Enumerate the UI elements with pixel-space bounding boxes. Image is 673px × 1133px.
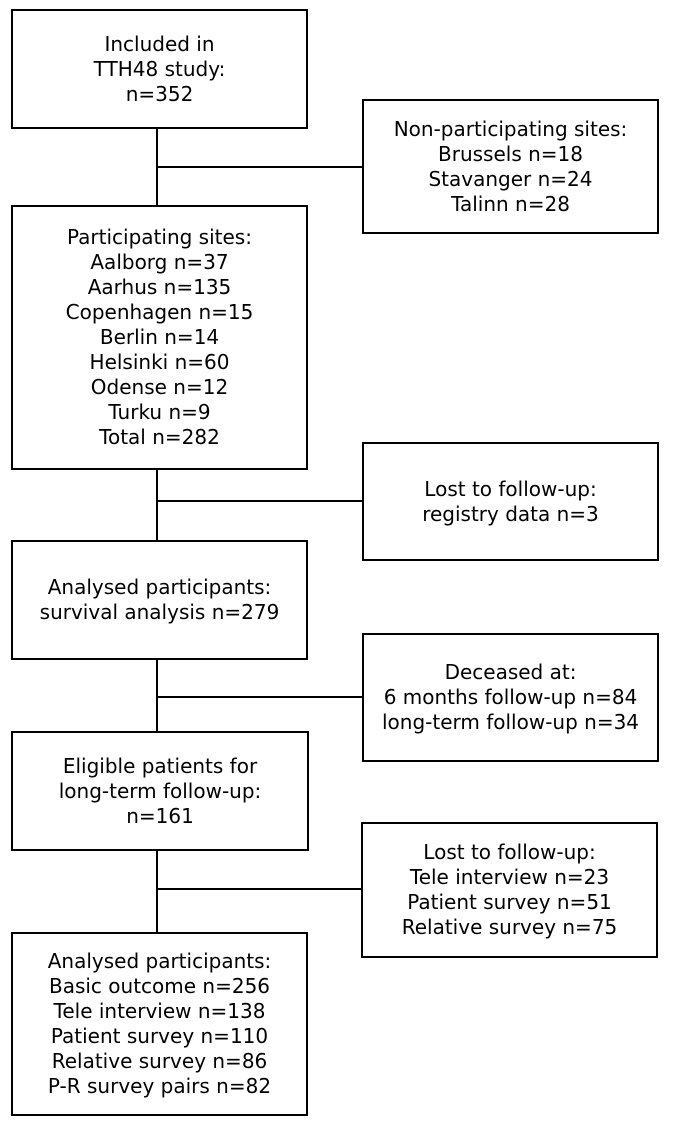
- participating-line-7: Odense n=12: [90, 375, 229, 399]
- connector-branch-4: [156, 888, 362, 890]
- analysed-final-line-5: Relative survey n=86: [51, 1049, 268, 1073]
- analysed-survival-line-1: Analysed participants:: [47, 575, 272, 599]
- eligible-line-3: n=161: [126, 803, 194, 828]
- non-participating-line-3: Stavanger n=24: [428, 166, 593, 191]
- deceased-box: Deceased at: 6 months follow-up n=84 lon…: [362, 633, 659, 762]
- participating-line-1: Participating sites:: [67, 225, 252, 249]
- analysed-survival-line-2: survival analysis n=279: [39, 600, 280, 624]
- lost-registry-line-2: registry data n=3: [422, 501, 599, 526]
- participating-line-6: Helsinki n=60: [89, 350, 230, 374]
- analysed-final-line-1: Analysed participants:: [47, 949, 272, 973]
- participating-line-9: Total n=282: [99, 425, 220, 449]
- included-box: Included in TTH48 study: n=352: [11, 9, 308, 129]
- analysed-survival-box: Analysed participants: survival analysis…: [11, 540, 308, 660]
- non-participating-line-4: Talinn n=28: [451, 191, 570, 216]
- connector-main-4: [156, 850, 158, 933]
- eligible-line-1: Eligible patients for: [62, 753, 258, 778]
- eligible-line-2: long-term follow-up:: [58, 778, 262, 803]
- eligible-box: Eligible patients for long-term follow-u…: [11, 731, 309, 851]
- analysed-final-line-4: Patient survey n=110: [50, 1024, 269, 1048]
- connector-branch-3: [156, 696, 363, 698]
- deceased-line-1: Deceased at:: [444, 660, 577, 684]
- lost-followup-box: Lost to follow-up: Tele interview n=23 P…: [361, 822, 658, 958]
- lost-followup-line-1: Lost to follow-up:: [423, 840, 596, 864]
- analysed-final-box: Analysed participants: Basic outcome n=2…: [11, 932, 308, 1116]
- non-participating-sites-box: Non-participating sites: Brussels n=18 S…: [362, 99, 659, 234]
- included-line-1: Included in: [104, 31, 215, 56]
- non-participating-line-2: Brussels n=18: [438, 141, 583, 166]
- non-participating-line-1: Non-participating sites:: [393, 116, 628, 141]
- lost-registry-line-1: Lost to follow-up:: [424, 476, 597, 501]
- included-line-3: n=352: [125, 81, 194, 106]
- lost-registry-box: Lost to follow-up: registry data n=3: [362, 442, 659, 561]
- participating-line-3: Aarhus n=135: [87, 275, 232, 299]
- connector-main-2: [156, 469, 158, 541]
- analysed-final-line-2: Basic outcome n=256: [48, 974, 271, 998]
- connector-main-3: [156, 659, 158, 732]
- participating-line-4: Copenhagen n=15: [65, 300, 254, 324]
- connector-branch-1: [156, 166, 363, 168]
- participating-sites-box: Participating sites: Aalborg n=37 Aarhus…: [11, 205, 308, 470]
- included-line-2: TTH48 study:: [93, 56, 226, 81]
- analysed-final-line-6: P-R survey pairs n=82: [47, 1074, 272, 1098]
- analysed-final-line-3: Tele interview n=138: [53, 999, 266, 1023]
- lost-followup-line-2: Tele interview n=23: [409, 865, 610, 889]
- deceased-line-3: long-term follow-up n=34: [381, 710, 640, 734]
- lost-followup-line-4: Relative survey n=75: [401, 915, 618, 939]
- participating-line-2: Aalborg n=37: [90, 250, 229, 274]
- lost-followup-line-3: Patient survey n=51: [407, 890, 612, 914]
- participating-line-8: Turku n=9: [108, 400, 211, 424]
- participating-line-5: Berlin n=14: [99, 325, 220, 349]
- connector-branch-2: [156, 500, 363, 502]
- deceased-line-2: 6 months follow-up n=84: [383, 685, 638, 709]
